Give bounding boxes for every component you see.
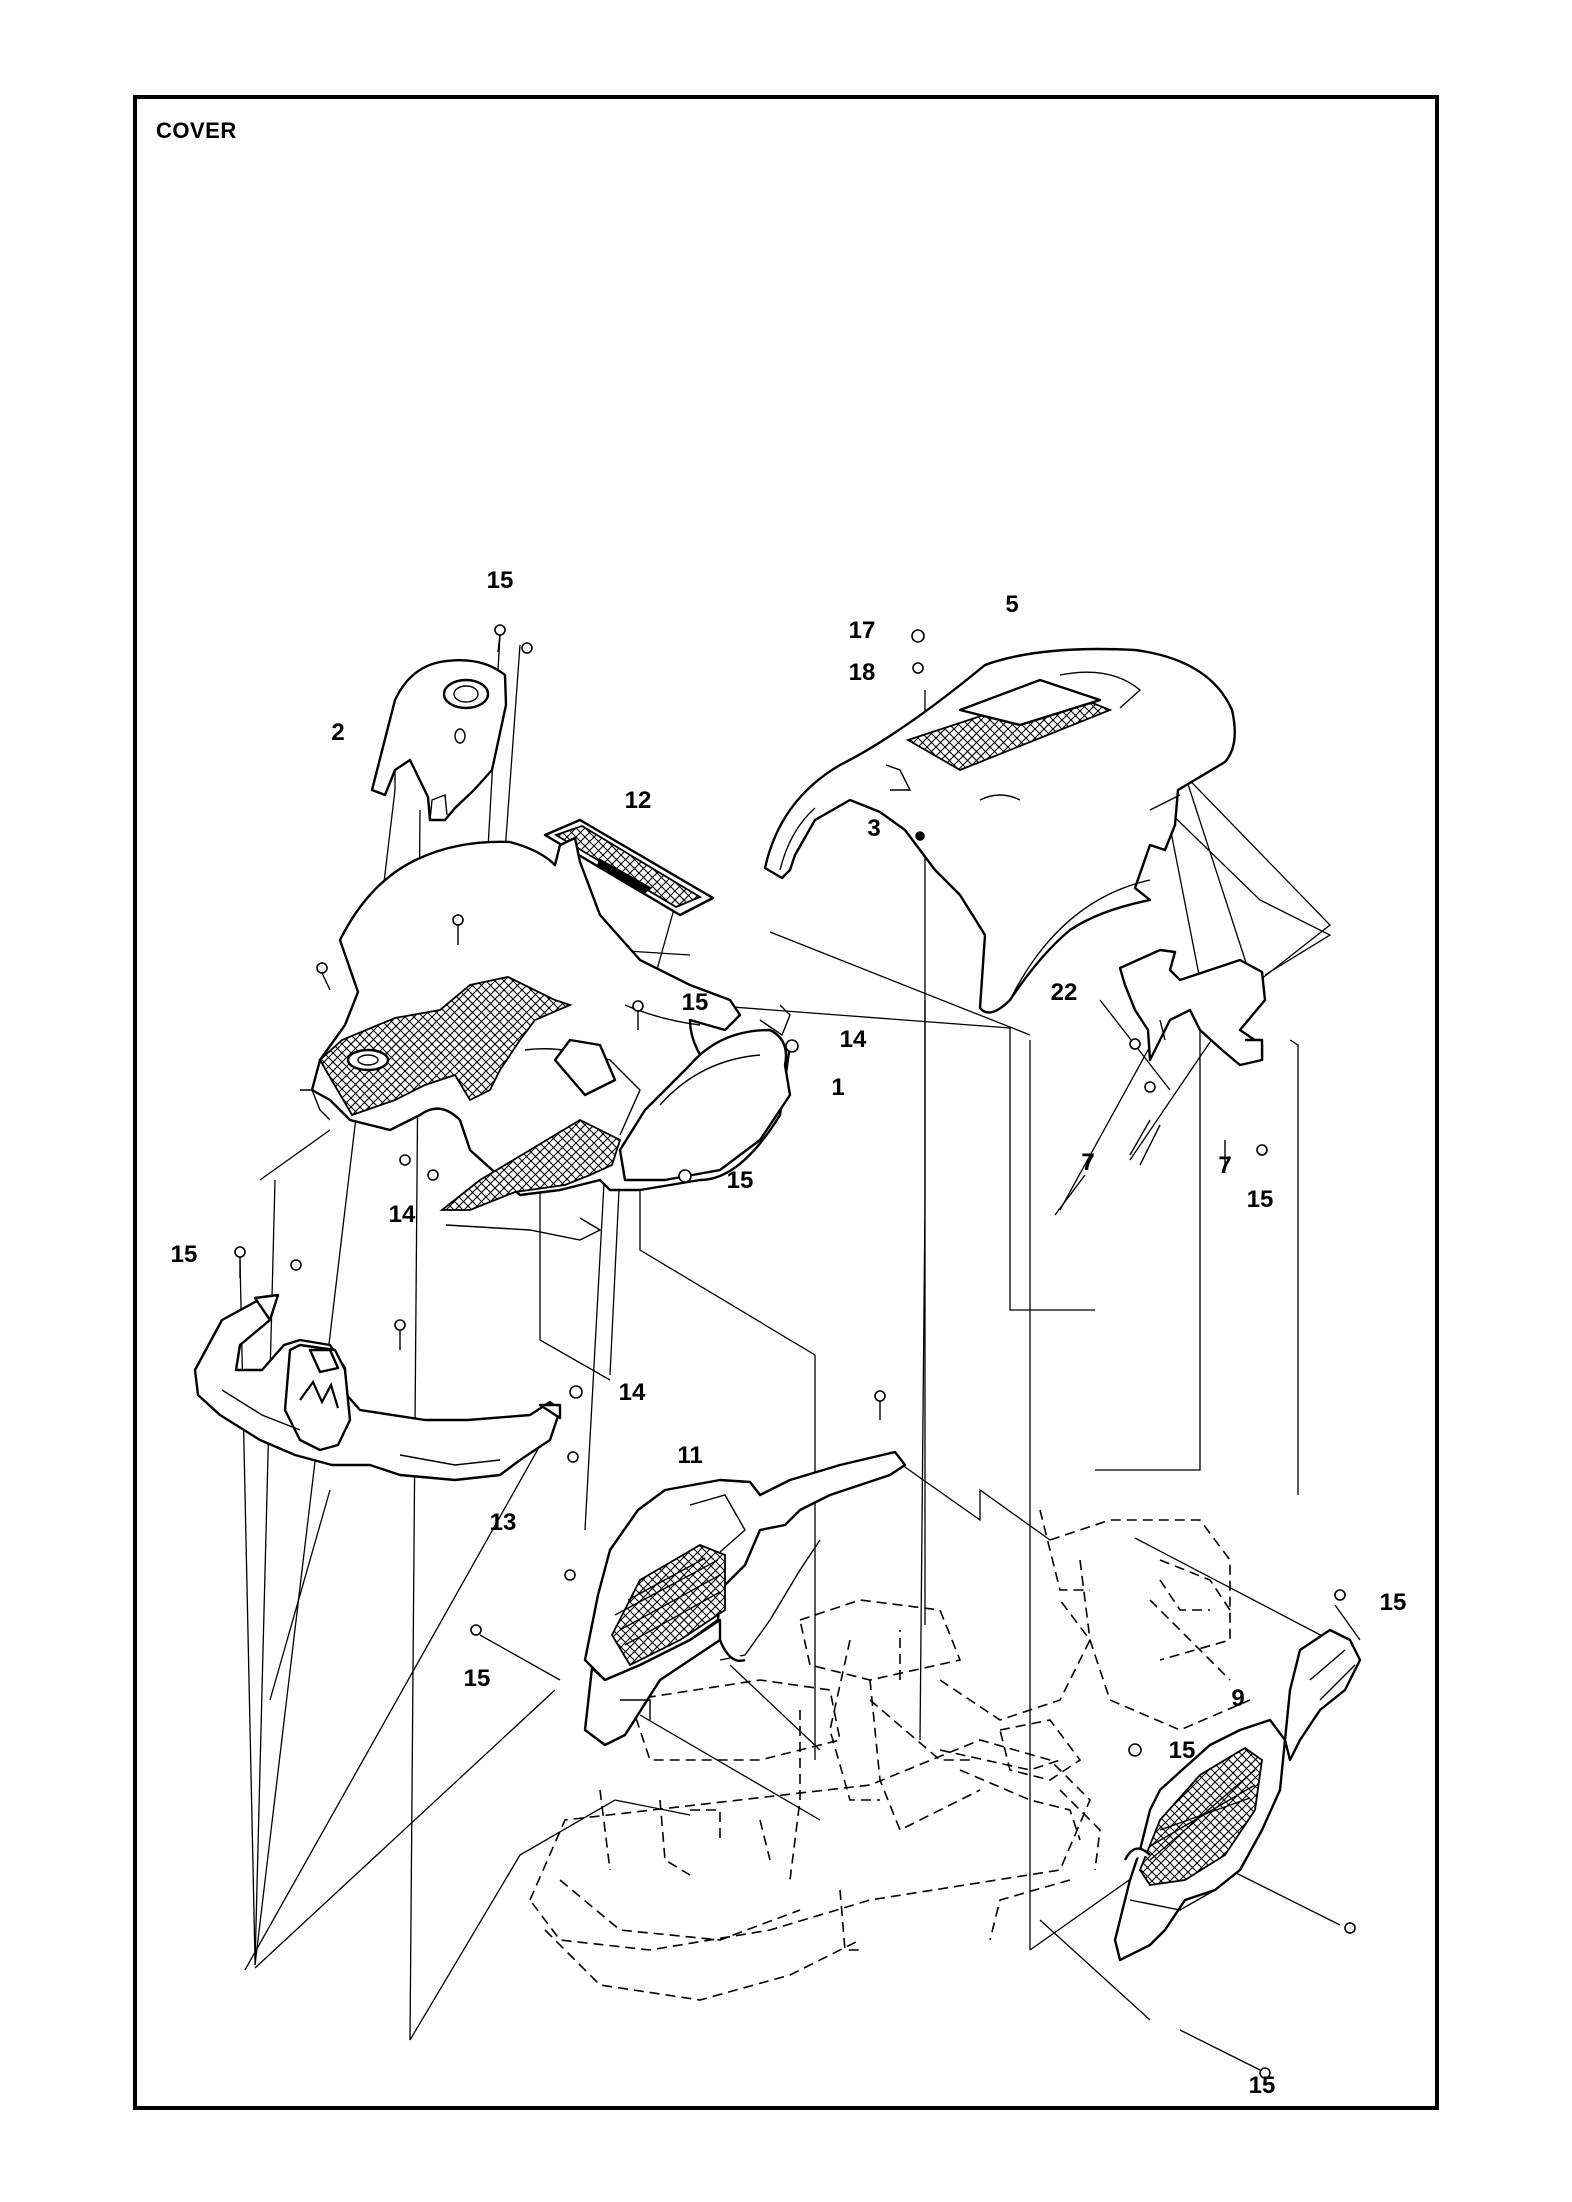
callout-15: 15	[1249, 2072, 1276, 2099]
callout-14: 14	[619, 1379, 646, 1406]
callout-14: 14	[389, 1201, 416, 1228]
callout-15: 15	[487, 567, 514, 594]
callout-15: 15	[464, 1665, 491, 1692]
callout-5: 5	[1005, 591, 1018, 618]
callout-labels: 15 2 12 17 5 18 3 15 14 1 22 7 7 15 15 14 15 14 13 11 15 15 9 1…	[171, 567, 1407, 2099]
callout-14: 14	[840, 1026, 867, 1053]
part-9-right-panel	[1113, 1628, 1362, 1962]
callout-9: 9	[1231, 1685, 1244, 1712]
part-1-fender-body	[300, 836, 792, 1241]
part-5-hood	[763, 647, 1236, 1014]
page-title: COVER	[156, 118, 237, 143]
callout-15: 15	[727, 1167, 754, 1194]
part-11-left-panel	[583, 1450, 907, 1747]
callout-1: 1	[831, 1074, 844, 1101]
part-2-steering-cover	[370, 659, 508, 822]
callout-3: 3	[867, 815, 880, 842]
part-12-foot-mat	[543, 818, 715, 917]
part-22-bracket	[1118, 948, 1267, 1067]
callout-15: 15	[1169, 1737, 1196, 1764]
callout-17: 17	[849, 617, 876, 644]
fasteners	[234, 624, 1356, 2079]
chassis-frame	[529, 1509, 1251, 2001]
callout-7: 7	[1218, 1152, 1231, 1179]
callout-15: 15	[1380, 1589, 1407, 1616]
callout-12: 12	[625, 787, 652, 814]
callout-13: 13	[490, 1509, 517, 1536]
drawing-frame	[133, 95, 1439, 2110]
callout-7: 7	[1081, 1149, 1094, 1176]
callout-15: 15	[682, 989, 709, 1016]
callout-18: 18	[849, 659, 876, 686]
callout-2: 2	[331, 719, 344, 746]
callout-11: 11	[677, 1442, 702, 1469]
callout-15: 15	[1247, 1186, 1274, 1213]
part-13-front-bumper	[193, 1293, 562, 1482]
callout-22: 22	[1051, 979, 1078, 1006]
callout-15: 15	[171, 1241, 198, 1268]
